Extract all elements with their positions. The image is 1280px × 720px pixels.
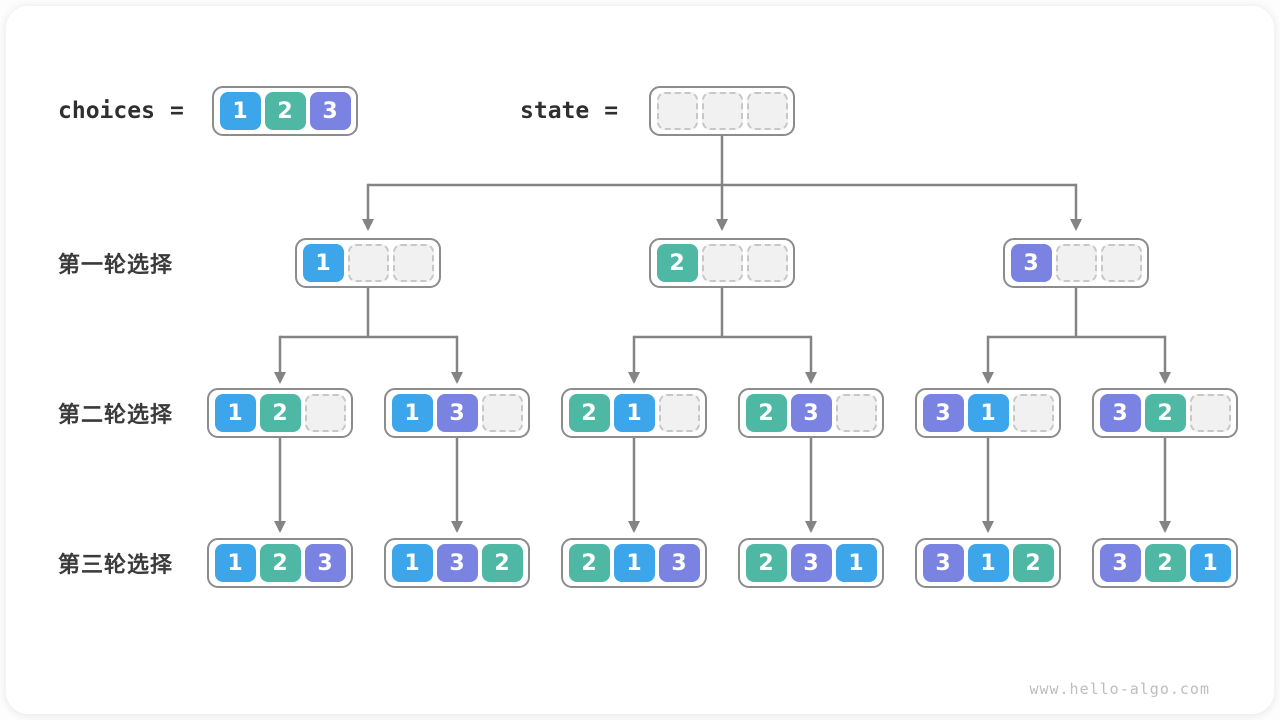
- state-cell: 1: [302, 244, 344, 282]
- tree-node-1-2: 1 2: [207, 388, 353, 438]
- state-cell: 1: [613, 544, 655, 582]
- state-cell: 1: [835, 544, 877, 582]
- empty-cell: [835, 394, 877, 432]
- equals-sign: =: [604, 98, 619, 124]
- tree-node-2-3: 2 3: [738, 388, 884, 438]
- state-cell: 1: [613, 394, 655, 432]
- state-cell: 2: [259, 394, 301, 432]
- state-cell: 3: [922, 394, 964, 432]
- tree-node-3-2-1: 3 2 1: [1092, 538, 1238, 588]
- tree-node-1-2-3: 1 2 3: [207, 538, 353, 588]
- tree-node-2: 2: [649, 238, 795, 288]
- state-cell: 3: [1010, 244, 1052, 282]
- round-3-label: 第三轮选择: [58, 552, 174, 577]
- choices-array: 1 2 3: [212, 86, 358, 136]
- tree-node-3-2: 3 2: [1092, 388, 1238, 438]
- state-cell: 1: [391, 544, 433, 582]
- watermark: www.hello-algo.com: [1029, 680, 1210, 698]
- state-cell: 3: [922, 544, 964, 582]
- state-cell: 1: [214, 394, 256, 432]
- state-array-root: [649, 86, 795, 136]
- state-cell: 3: [790, 394, 832, 432]
- state-label-group: state =: [520, 86, 618, 136]
- state-cell: 1: [967, 544, 1009, 582]
- choices-cell: 3: [309, 92, 351, 130]
- tree-node-3: 3: [1003, 238, 1149, 288]
- empty-cell: [392, 244, 434, 282]
- state-cell: 3: [304, 544, 346, 582]
- state-cell: 2: [568, 544, 610, 582]
- state-cell: 3: [658, 544, 700, 582]
- state-cell: 3: [1099, 544, 1141, 582]
- state-cell: 2: [1012, 544, 1054, 582]
- state-cell: 2: [745, 544, 787, 582]
- round-2-label: 第二轮选择: [58, 402, 174, 427]
- state-cell: 2: [745, 394, 787, 432]
- empty-cell: [701, 92, 743, 130]
- empty-cell: [347, 244, 389, 282]
- choices-cell: 2: [264, 92, 306, 130]
- state-cell: 2: [1144, 394, 1186, 432]
- state-label: state: [520, 98, 590, 124]
- state-cell: 3: [790, 544, 832, 582]
- state-cell: 1: [214, 544, 256, 582]
- tree-node-2-1: 2 1: [561, 388, 707, 438]
- state-cell: 2: [1144, 544, 1186, 582]
- choices-cell: 1: [219, 92, 261, 130]
- state-cell: 2: [656, 244, 698, 282]
- empty-cell: [746, 244, 788, 282]
- round-1-label: 第一轮选择: [58, 252, 174, 277]
- tree-node-2-1-3: 2 1 3: [561, 538, 707, 588]
- empty-cell: [701, 244, 743, 282]
- state-cell: 1: [391, 394, 433, 432]
- tree-node-2-3-1: 2 3 1: [738, 538, 884, 588]
- tree-node-3-1: 3 1: [915, 388, 1061, 438]
- diagram-card: [6, 6, 1274, 714]
- choices-label: choices: [58, 98, 155, 124]
- empty-cell: [1012, 394, 1054, 432]
- state-cell: 3: [1099, 394, 1141, 432]
- empty-cell: [656, 92, 698, 130]
- equals-sign: =: [169, 98, 184, 124]
- empty-cell: [658, 394, 700, 432]
- state-cell: 2: [481, 544, 523, 582]
- empty-cell: [1189, 394, 1231, 432]
- state-cell: 1: [1189, 544, 1231, 582]
- tree-node-1-3: 1 3: [384, 388, 530, 438]
- state-cell: 3: [436, 394, 478, 432]
- empty-cell: [1055, 244, 1097, 282]
- state-cell: 2: [568, 394, 610, 432]
- tree-node-3-1-2: 3 1 2: [915, 538, 1061, 588]
- empty-cell: [1100, 244, 1142, 282]
- tree-node-1: 1: [295, 238, 441, 288]
- state-cell: 3: [436, 544, 478, 582]
- choices-label-group: choices =: [58, 86, 184, 136]
- empty-cell: [746, 92, 788, 130]
- state-cell: 1: [967, 394, 1009, 432]
- empty-cell: [304, 394, 346, 432]
- tree-node-1-3-2: 1 3 2: [384, 538, 530, 588]
- state-cell: 2: [259, 544, 301, 582]
- empty-cell: [481, 394, 523, 432]
